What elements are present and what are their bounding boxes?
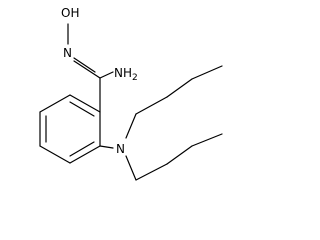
amidoxime-group bbox=[67, 23, 114, 113]
hydroxyl-label: OH bbox=[61, 6, 79, 20]
ring-double-bond bbox=[69, 101, 95, 117]
butyl-upper-bond bbox=[135, 96, 168, 115]
butyl-lower-bond bbox=[125, 155, 137, 181]
amino-text: NH bbox=[114, 66, 132, 80]
carbon-to-nh2-bond bbox=[99, 71, 114, 79]
ring-to-amine-bond bbox=[99, 145, 114, 149]
butyl-lower-bond bbox=[135, 163, 168, 181]
amino-subscript: 2 bbox=[132, 73, 138, 83]
imine-nitrogen-label: N bbox=[63, 46, 72, 60]
dibutylamino-group bbox=[99, 65, 223, 181]
ring-bond bbox=[69, 145, 101, 164]
molecule-structure: OH N NH2 N bbox=[39, 6, 223, 181]
amine-nitrogen-label: N bbox=[116, 142, 125, 156]
benzene-ring bbox=[39, 94, 101, 164]
amino-label: NH2 bbox=[114, 66, 138, 83]
c-n-double-bond bbox=[73, 60, 101, 79]
ring-bond bbox=[39, 94, 71, 113]
butyl-lower-bond bbox=[166, 145, 193, 165]
butyl-upper-bond bbox=[166, 78, 193, 98]
c-n-double-bond-inner bbox=[73, 57, 96, 73]
ring-double-bond bbox=[69, 141, 95, 157]
ring-bond bbox=[69, 94, 101, 113]
ring-bond bbox=[39, 145, 71, 164]
butyl-upper-bond bbox=[191, 65, 223, 80]
butyl-lower-bond bbox=[191, 133, 223, 147]
butyl-upper-bond bbox=[125, 113, 137, 139]
